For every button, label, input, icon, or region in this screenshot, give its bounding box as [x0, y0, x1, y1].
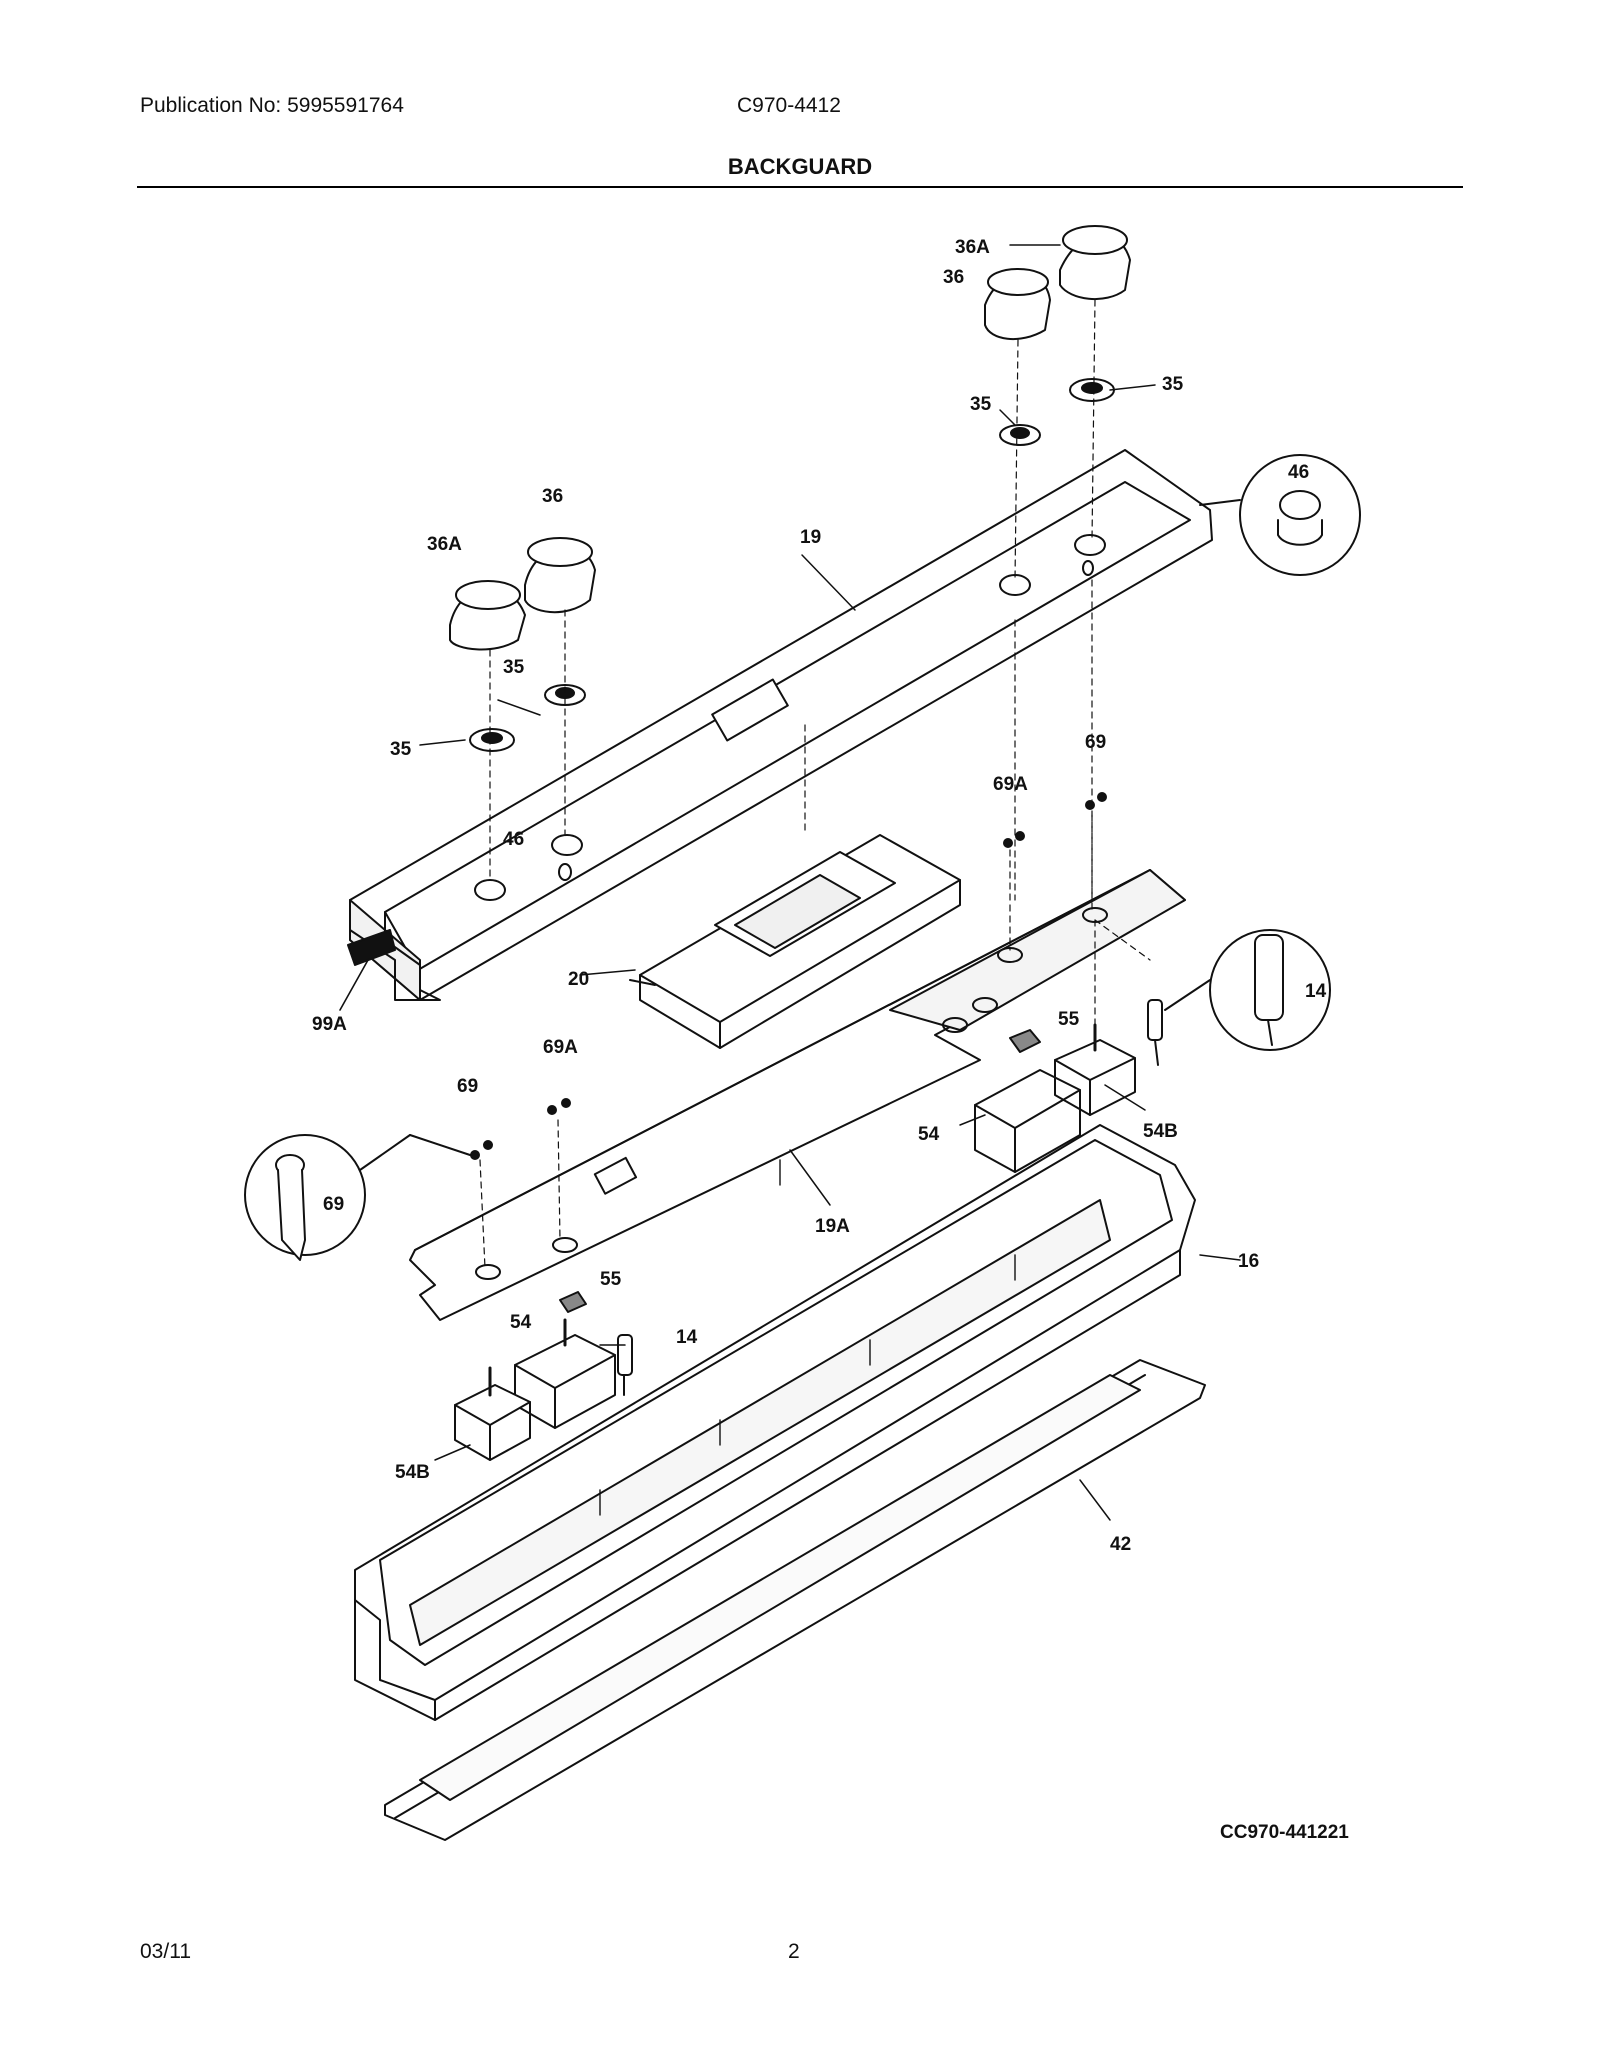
callout-42: 42 [1110, 1534, 1131, 1555]
callout-14-bubble: 14 [1305, 981, 1327, 1002]
callout-69a-right: 69A [993, 774, 1028, 795]
callout-69-bubble: 69 [323, 1194, 344, 1215]
switch-54b-left [454, 1366, 531, 1461]
callout-19: 19 [800, 527, 821, 548]
callout-69a-left: 69A [543, 1037, 578, 1058]
callout-35-right-front: 35 [970, 394, 992, 415]
callout-20: 20 [568, 969, 589, 990]
callout-36-right: 36 [943, 267, 964, 288]
trim-strip-42 [384, 1359, 1206, 1841]
backguard-frame-16 [354, 1124, 1196, 1721]
callout-54b-left: 54B [395, 1462, 430, 1483]
callout-36a-left: 36A [427, 534, 462, 555]
model-number: C970-4412 [737, 94, 841, 117]
control-panel-19 [349, 449, 1213, 1001]
footer-date: 03/11 [140, 1940, 191, 1963]
callout-35-left-front: 35 [390, 739, 412, 760]
screws-69-69a [470, 792, 1107, 1160]
page-number: 2 [788, 1940, 800, 1963]
knob-36a-right [1059, 225, 1131, 301]
callout-54-left: 54 [510, 1312, 532, 1333]
label-99a [339, 929, 396, 1011]
leader-lines [419, 244, 1241, 1521]
page-title: BACKGUARD [727, 154, 873, 179]
callout-19a: 19A [815, 1216, 850, 1237]
clip-55-left [559, 1291, 587, 1313]
knob-36-right [984, 268, 1051, 341]
callout-35-left-rear: 35 [503, 657, 525, 678]
guide-lines-right [1014, 299, 1096, 921]
plug-46 [558, 560, 1094, 881]
panel-bracket-19a [409, 869, 1186, 1321]
indicator-14-right [1147, 999, 1163, 1066]
callout-46: 46 [503, 829, 524, 850]
knob-36-left [524, 537, 596, 614]
callout-46-bubble: 46 [1288, 462, 1309, 483]
callout-55-right: 55 [1058, 1009, 1080, 1030]
detail-bubble-14 [1164, 929, 1331, 1051]
callout-16: 16 [1238, 1251, 1259, 1272]
display-window [711, 678, 789, 742]
detail-bubble-69 [244, 1134, 471, 1261]
switch-54b-right [1054, 1023, 1136, 1116]
callout-69-right: 69 [1085, 732, 1106, 753]
clip-55-right [1009, 1029, 1041, 1053]
callout-54-right: 54 [918, 1124, 940, 1145]
callout-labels: 36A 36 35 35 46 36 36A 19 35 35 46 69 69… [312, 237, 1327, 1555]
detail-bubble-46 [1199, 454, 1361, 576]
callout-14: 14 [676, 1327, 698, 1348]
knob-36a-left [449, 580, 526, 651]
bezel-35-right [999, 378, 1115, 446]
switch-54-right [974, 1069, 1081, 1173]
header-divider [137, 186, 1463, 188]
electronic-control-20 [629, 834, 961, 1049]
switch-54-left [514, 1318, 616, 1429]
diagram-code: CC970-441221 [1220, 1822, 1349, 1843]
callout-35-right-rear: 35 [1162, 374, 1184, 395]
callout-36a-right: 36A [955, 237, 990, 258]
publication-number: Publication No: 5995591764 [140, 94, 404, 117]
indicator-14-left [617, 1334, 633, 1396]
callout-54b-right: 54B [1143, 1121, 1178, 1142]
callout-69-left: 69 [457, 1076, 478, 1097]
callout-36-left: 36 [542, 486, 563, 507]
bezel-35-left [469, 684, 586, 752]
callout-55-left: 55 [600, 1269, 622, 1290]
callout-99a: 99A [312, 1014, 347, 1035]
guide-lines-left [489, 609, 806, 881]
guide-lines-bracket [479, 814, 1151, 1269]
